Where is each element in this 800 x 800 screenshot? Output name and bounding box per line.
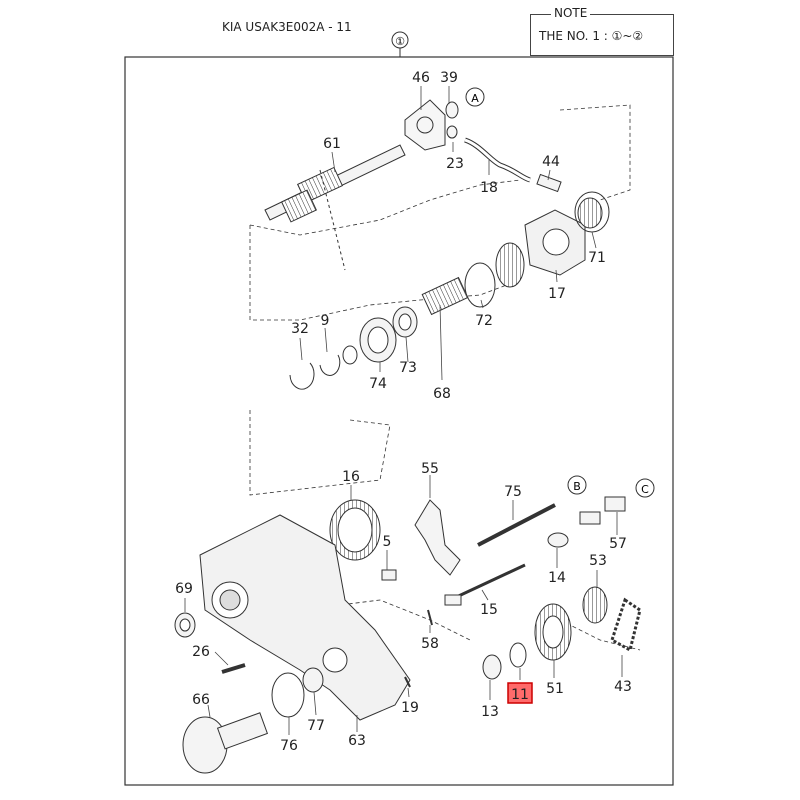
note-box: NOTE THE NO. 1 : ①~② <box>530 6 674 56</box>
part-label-51[interactable]: 51 <box>546 681 564 697</box>
assembly-marker-label: ① <box>395 35 405 48</box>
leader-lines <box>184 86 623 735</box>
part-label-71[interactable]: 71 <box>588 250 606 266</box>
part-label-75[interactable]: 75 <box>504 484 522 500</box>
bearing-set <box>289 306 418 390</box>
part-label-61[interactable]: 61 <box>323 136 341 152</box>
assembly-frame <box>124 56 674 786</box>
ref-circle-b: B <box>567 475 587 495</box>
part-label-46[interactable]: 46 <box>412 70 430 86</box>
part-label-19[interactable]: 19 <box>401 700 419 716</box>
ref-circle-c: C <box>635 478 655 498</box>
part-label-76[interactable]: 76 <box>280 738 298 754</box>
part-label-58[interactable]: 58 <box>421 636 439 652</box>
part-label-57[interactable]: 57 <box>609 536 627 552</box>
front-flange <box>404 99 459 151</box>
part-label-39[interactable]: 39 <box>440 70 458 86</box>
note-text: THE NO. 1 : ①~② <box>539 29 644 43</box>
drive-sprocket <box>329 499 381 561</box>
highlight-box <box>507 682 533 704</box>
part-label-69[interactable]: 69 <box>175 581 193 597</box>
shift-fork-assembly <box>414 499 556 606</box>
sensor-bracket <box>579 496 626 525</box>
svg-text:A: A <box>471 92 479 105</box>
part-label-13[interactable]: 13 <box>481 704 499 720</box>
output-components <box>174 612 324 774</box>
part-labels: 46 39 61 23 44 18 71 17 72 32 9 74 73 68… <box>175 70 632 754</box>
ref-circle-a: A <box>465 87 485 107</box>
part-label-43[interactable]: 43 <box>614 679 632 695</box>
part-label-18[interactable]: 18 <box>480 180 498 196</box>
part-label-23[interactable]: 23 <box>446 156 464 172</box>
sun-gear-assembly <box>421 242 525 316</box>
part-label-17[interactable]: 17 <box>548 286 566 302</box>
part-label-53[interactable]: 53 <box>589 553 607 569</box>
part-label-15[interactable]: 15 <box>480 602 498 618</box>
rear-drive-components <box>482 586 642 680</box>
part-label-72[interactable]: 72 <box>475 313 493 329</box>
part-label-9[interactable]: 9 <box>321 313 330 329</box>
note-title: NOTE <box>551 6 591 20</box>
part-label-77[interactable]: 77 <box>307 718 325 734</box>
part-label-26[interactable]: 26 <box>192 644 210 660</box>
part-label-11[interactable]: 11 <box>511 687 529 703</box>
part-label-14[interactable]: 14 <box>548 570 566 586</box>
part-label-66[interactable]: 66 <box>192 692 210 708</box>
part-label-32[interactable]: 32 <box>291 321 309 337</box>
group-outlines <box>249 104 641 651</box>
main-shaft <box>264 144 406 271</box>
part-label-44[interactable]: 44 <box>542 154 560 170</box>
assembly-marker: ① <box>391 31 409 57</box>
transfer-case-housing <box>199 514 411 721</box>
sleeve-and-detent <box>381 532 569 581</box>
planetary-carrier <box>524 191 610 276</box>
diagram-code: KIA USAK3E002A - 11 <box>222 20 352 34</box>
part-label-68[interactable]: 68 <box>433 386 451 402</box>
part-label-63[interactable]: 63 <box>348 733 366 749</box>
svg-text:B: B <box>573 480 581 493</box>
pins <box>404 609 433 688</box>
part-label-55[interactable]: 55 <box>421 461 439 477</box>
speed-sensor <box>536 173 562 193</box>
part-label-5[interactable]: 5 <box>383 534 392 550</box>
part-label-74[interactable]: 74 <box>369 376 387 392</box>
part-label-16[interactable]: 16 <box>342 469 360 485</box>
svg-text:C: C <box>641 483 649 496</box>
part-label-73[interactable]: 73 <box>399 360 417 376</box>
